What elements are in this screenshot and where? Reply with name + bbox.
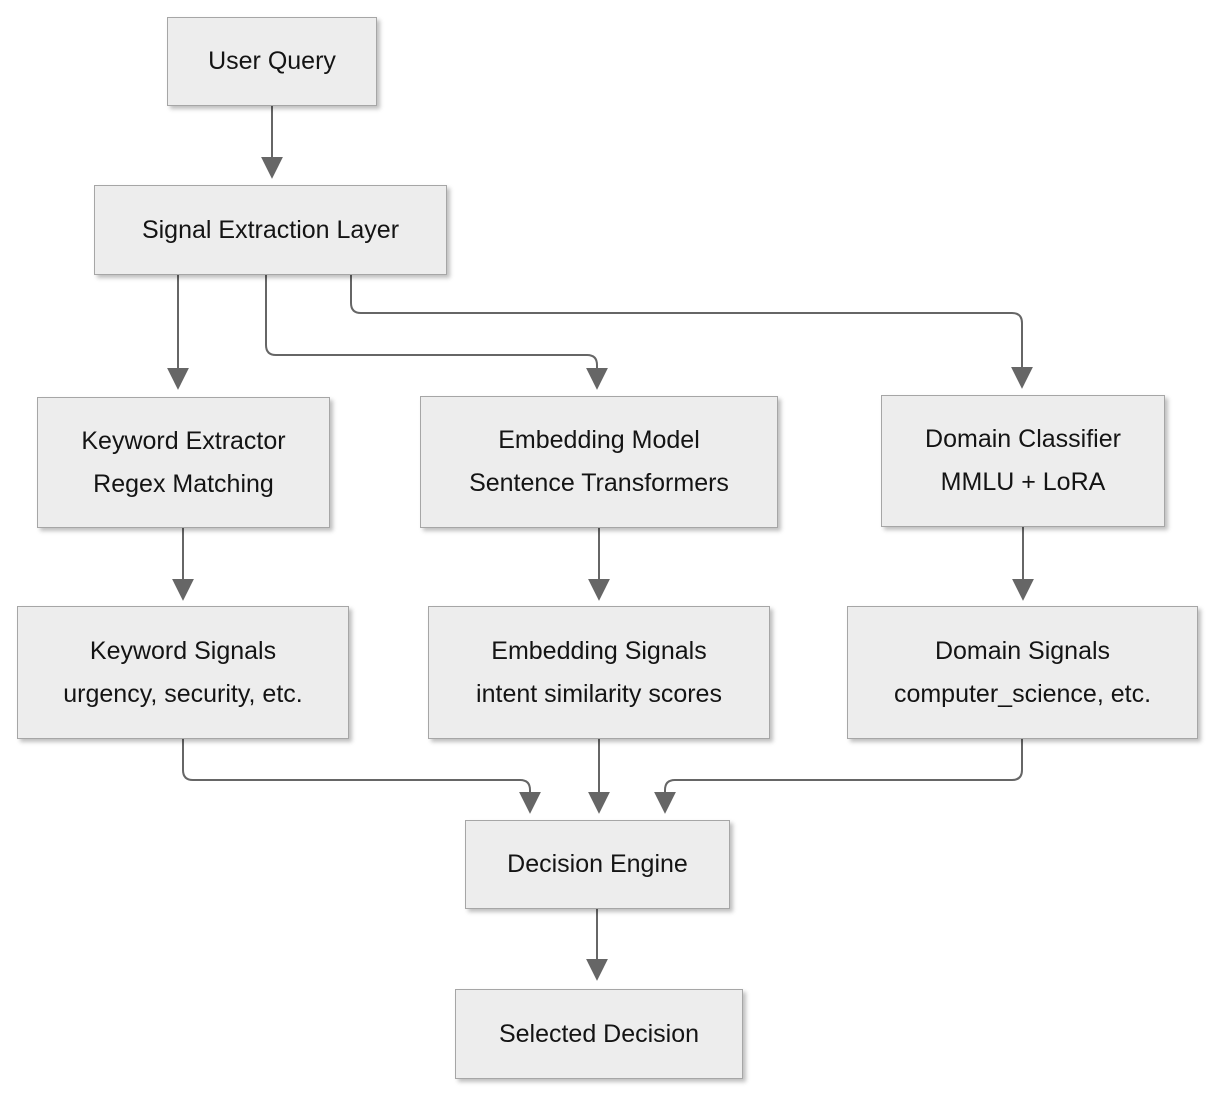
node-subtitle: MMLU + LoRA [940,468,1106,496]
node-title: Embedding Model [498,426,700,454]
edge-signal-extraction-to-embedding-model [265,275,608,390]
node-subtitle: urgency, security, etc. [63,679,303,708]
node-domain-classifier: Domain Classifier MMLU + LoRA [881,395,1165,527]
node-domain-signals: Domain Signals computer_science, etc. [847,606,1198,739]
node-title: Embedding Signals [491,636,707,665]
node-embedding-model: Embedding Model Sentence Transformers [420,396,778,528]
node-subtitle: intent similarity scores [476,679,722,708]
edge-keyword-signals-to-decision-engine [182,739,541,814]
node-decision-engine: Decision Engine [465,820,730,909]
node-keyword-signals: Keyword Signals urgency, security, etc. [17,606,349,739]
node-title: Keyword Extractor [81,426,286,455]
node-title: Selected Decision [498,1019,700,1048]
edge-domain-signals-to-decision-engine [654,739,1023,814]
node-selected-decision: Selected Decision [455,989,743,1079]
node-title: Domain Classifier [925,425,1121,453]
node-title: Decision Engine [507,850,688,878]
node-subtitle: computer_science, etc. [893,679,1152,708]
node-title: Signal Extraction Layer [141,215,400,244]
node-embedding-signals: Embedding Signals intent similarity scor… [428,606,770,739]
node-title: Keyword Signals [89,636,277,665]
node-user-query: User Query [167,17,377,106]
node-subtitle: Regex Matching [93,469,274,498]
edge-signal-extraction-to-domain-classifier [350,275,1033,389]
node-signal-extraction-layer: Signal Extraction Layer [94,185,447,275]
node-keyword-extractor: Keyword Extractor Regex Matching [37,397,330,528]
node-title: User Query [208,47,336,75]
node-subtitle: Sentence Transformers [469,469,729,497]
node-title: Domain Signals [934,636,1111,665]
